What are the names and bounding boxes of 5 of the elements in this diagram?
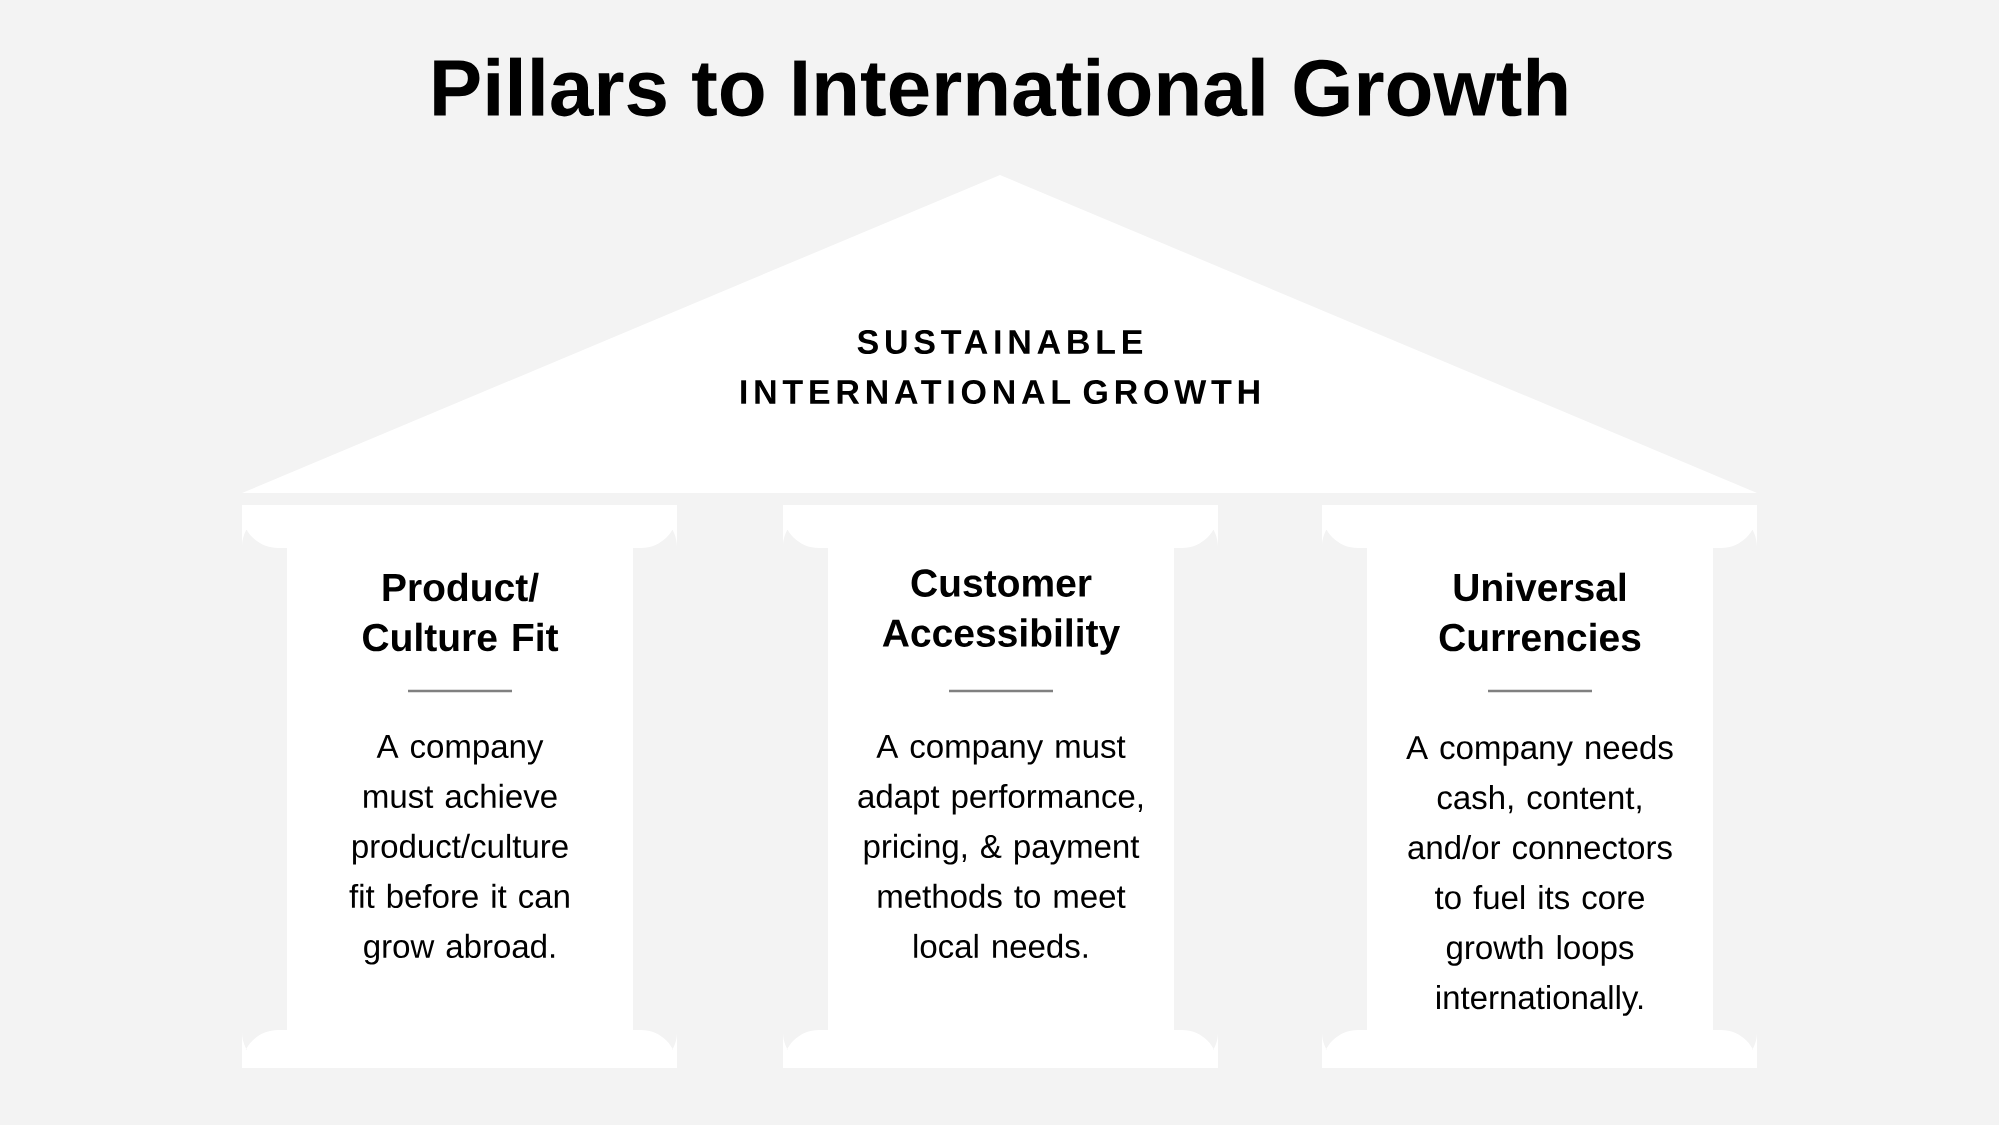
pillar: Universal Currencies A company needs cash, content, and/or connectors to fuel its core growth loops internationally.: [1322, 505, 1757, 1068]
title: Pillars to International Growth: [434, 57, 1567, 117]
pillar: Customer Accessibility A company must adapt performance, pricing, & payment methods to meet local needs.: [783, 505, 1218, 1068]
roof-triangle: SUSTAINABLE INTERNATIONAL GROWTH: [242, 175, 1757, 493]
pillar: Product/ Culture Fit A company must achieve product/culture fit before it can grow abroad.: [242, 505, 677, 1068]
